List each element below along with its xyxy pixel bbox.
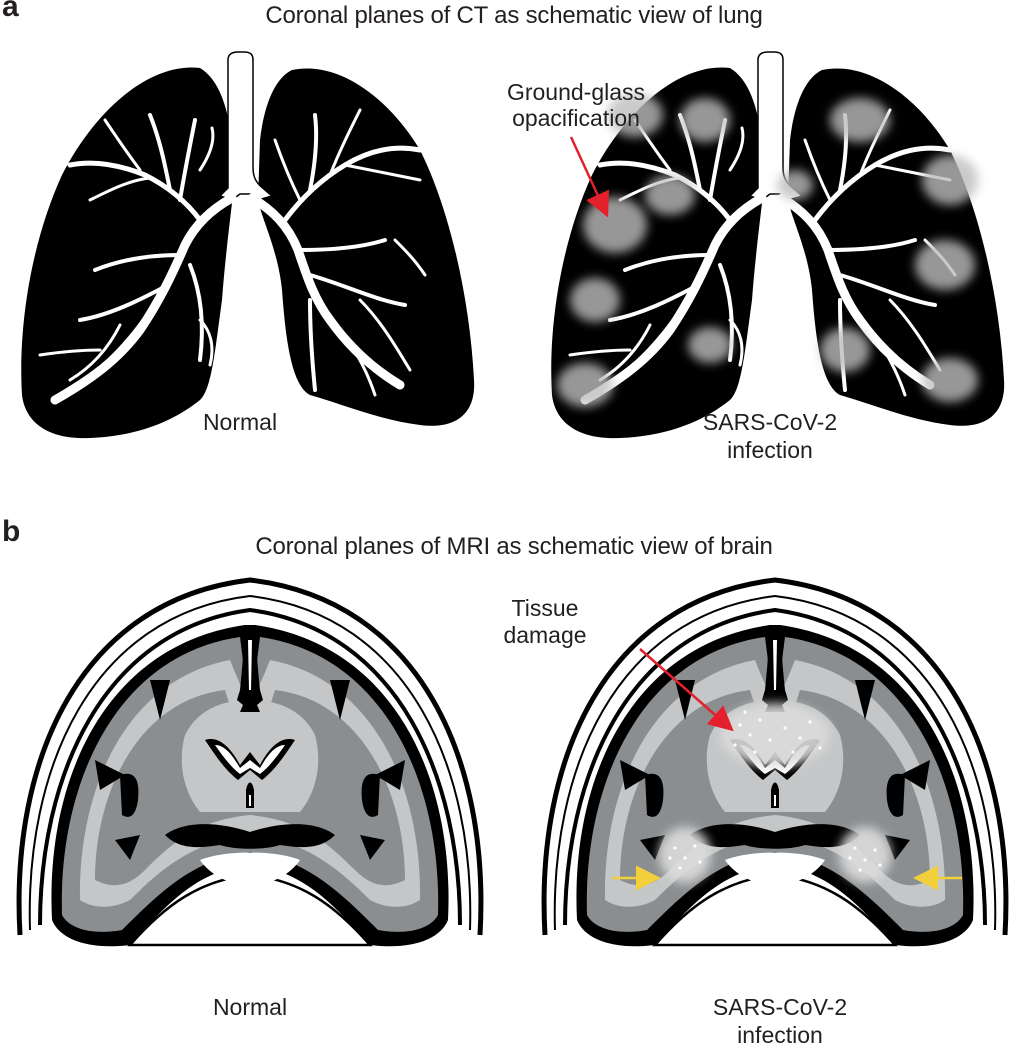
panel-b-letter: b bbox=[2, 515, 21, 548]
infected-brain-diagram bbox=[544, 580, 1006, 946]
infected-brain-label-line1: SARS-CoV-2 bbox=[712, 994, 848, 1020]
lesion-speckles bbox=[668, 710, 882, 872]
tissue-damage-label-line1: Tissue bbox=[511, 595, 579, 621]
ground-glass-patches bbox=[557, 93, 978, 407]
ground-glass-label-line2: opacification bbox=[512, 105, 640, 131]
tissue-damage-arrow bbox=[639, 648, 734, 732]
panel-a-title: Coronal planes of CT as schematic view o… bbox=[265, 2, 763, 29]
infected-brain-label-line2: infection bbox=[737, 1022, 823, 1048]
tissue-damage-lesions bbox=[659, 703, 891, 883]
panel-a-letter: a bbox=[2, 0, 19, 23]
ground-glass-label-line1: Ground-glass bbox=[506, 79, 646, 105]
panel-b-title: Coronal planes of MRI as schematic view … bbox=[255, 533, 773, 560]
infected-lung-label-line2: infection bbox=[727, 437, 813, 463]
normal-brain-diagram bbox=[19, 580, 481, 946]
tissue-damage-label-line2: damage bbox=[503, 622, 587, 648]
infected-lung-label-line1: SARS-CoV-2 bbox=[702, 409, 838, 435]
infected-lung-diagram bbox=[551, 52, 1004, 438]
normal-brain-label: Normal bbox=[212, 994, 288, 1020]
normal-lung-diagram bbox=[21, 52, 474, 438]
ground-glass-arrow bbox=[569, 136, 609, 218]
normal-lung-label: Normal bbox=[202, 409, 278, 435]
